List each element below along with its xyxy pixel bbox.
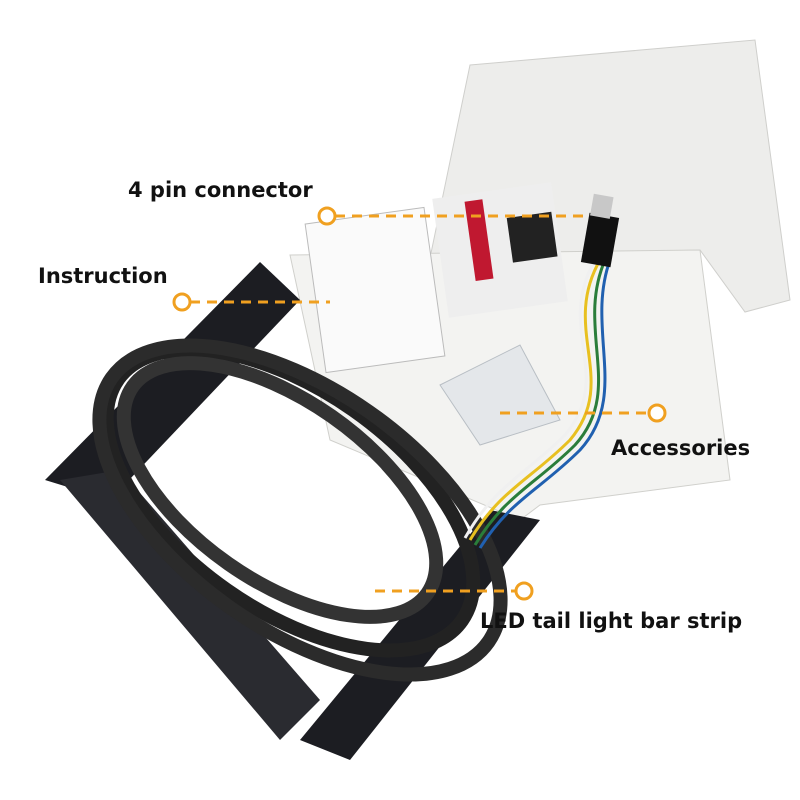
callout-dot-accessories: [647, 403, 667, 423]
callout-lines: [172, 206, 667, 601]
connector-plug: [580, 212, 620, 268]
tray-right: [300, 510, 540, 760]
callout-label-connector: 4 pin connector: [128, 178, 313, 202]
callout-label-strip: LED tail light bar strip: [480, 609, 743, 633]
led-strip: [92, 338, 508, 682]
callout-label-accessories: Accessories: [611, 436, 751, 460]
accessories-bag: [439, 344, 561, 446]
wire-harness: [463, 259, 612, 549]
callout-dot-instruction: [172, 292, 192, 312]
callout-dot-strip: [514, 581, 534, 601]
instruction-sheet: [304, 182, 568, 374]
connector-pins: [590, 193, 614, 219]
callout-label-instruction: Instruction: [38, 264, 168, 288]
tray-bottom: [60, 470, 320, 740]
callout-dot-connector: [317, 206, 337, 226]
